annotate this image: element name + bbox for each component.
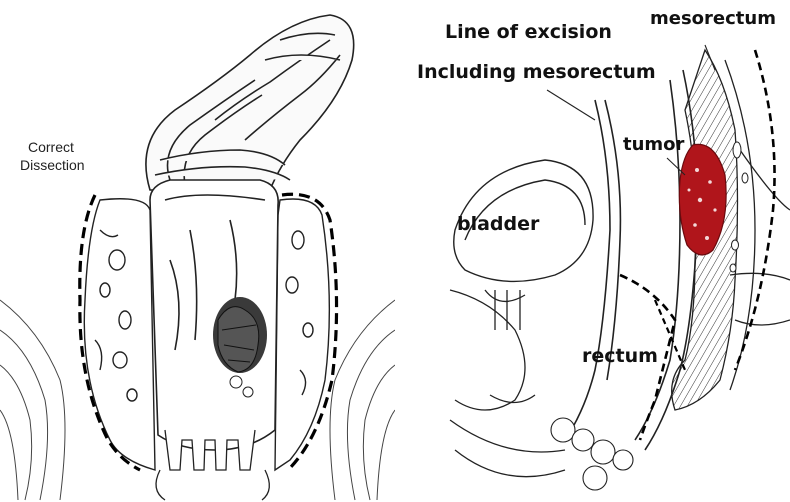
sigmoid-colon [146,15,354,190]
mesorectum-excision-illustration: Line of excision Including mesorectum me… [395,0,790,502]
correct-dissection-illustration: Correct Dissection [0,0,395,502]
mesorectum-label: mesorectum [650,8,776,29]
tumor-label: tumor [623,134,685,155]
right-illustration-panel: Line of excision Including mesorectum me… [395,0,790,502]
anal-canal [156,430,269,500]
excision-pointer-line [547,90,595,120]
lower-pelvic-organs [450,290,565,477]
anal-sphincter [551,418,633,490]
mesorectal-fat-left [84,199,155,470]
dissection-label: Dissection [20,157,85,173]
tumor-mass-right [679,144,726,255]
including-mesorectum-label: Including mesorectum [417,61,656,83]
bladder-label: bladder [457,213,540,235]
correct-label: Correct [28,139,74,155]
line-of-excision-label: Line of excision [445,21,612,43]
mesorectal-fat-right [275,199,329,470]
rectum-label: rectum [582,345,658,367]
left-illustration-panel: Correct Dissection [0,0,395,502]
